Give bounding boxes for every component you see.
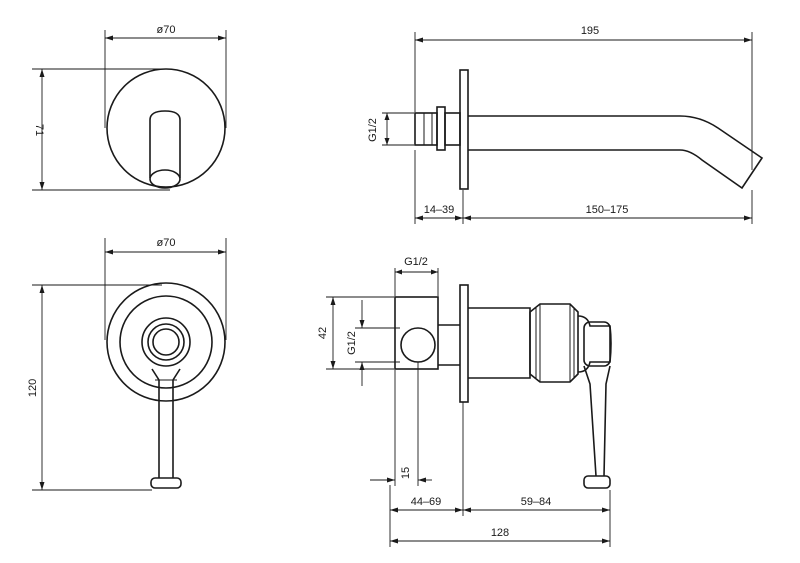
mixer-lever-hub bbox=[583, 321, 611, 367]
mixer-lever-side bbox=[583, 365, 611, 477]
spout-outlet bbox=[149, 110, 181, 178]
mixer-handle-label: 59–84 bbox=[521, 496, 552, 508]
spout-side-view: 195 G1/2 14–39 150–175 bbox=[367, 25, 764, 224]
mixer-wall-label: 44–69 bbox=[411, 496, 442, 508]
spout-height-label: 71 bbox=[33, 124, 45, 136]
spout-outlet-end bbox=[149, 169, 181, 189]
mixer-rosette bbox=[106, 282, 226, 402]
mixer-offset-label: 15 bbox=[400, 467, 412, 479]
mixer-lever-side-tip bbox=[583, 475, 611, 489]
spout-tube bbox=[468, 115, 764, 190]
mixer-height-label: 120 bbox=[27, 379, 39, 397]
spout-wall-label: 14–39 bbox=[424, 204, 455, 216]
mixer-height-42-label: 42 bbox=[317, 327, 329, 339]
mixer-inlet-port bbox=[400, 327, 436, 363]
spout-front-view: ø70 71 bbox=[32, 24, 227, 191]
mixer-inlet-block bbox=[394, 296, 439, 370]
mixer-side-view: G1/2 42 G1/2 15 44–69 59–84 bbox=[317, 256, 612, 547]
mixer-body bbox=[468, 307, 531, 379]
mixer-plate bbox=[459, 284, 469, 403]
spout-plate bbox=[459, 69, 469, 190]
spout-diameter-label: ø70 bbox=[157, 24, 176, 36]
mixer-lever bbox=[151, 368, 181, 478]
spout-projection-label: 150–175 bbox=[586, 204, 629, 216]
mixer-side-thread-label: G1/2 bbox=[346, 331, 358, 355]
mixer-lever-tip bbox=[150, 477, 182, 489]
mixer-total-label: 128 bbox=[491, 527, 509, 539]
mixer-front-view: ø70 120 bbox=[27, 237, 227, 491]
mixer-top-thread-label: G1/2 bbox=[404, 256, 428, 268]
spout-thread bbox=[414, 112, 438, 146]
spout-length-label: 195 bbox=[581, 25, 599, 37]
mixer-diameter-label: ø70 bbox=[157, 237, 176, 249]
spout-thread-label: G1/2 bbox=[367, 118, 379, 142]
